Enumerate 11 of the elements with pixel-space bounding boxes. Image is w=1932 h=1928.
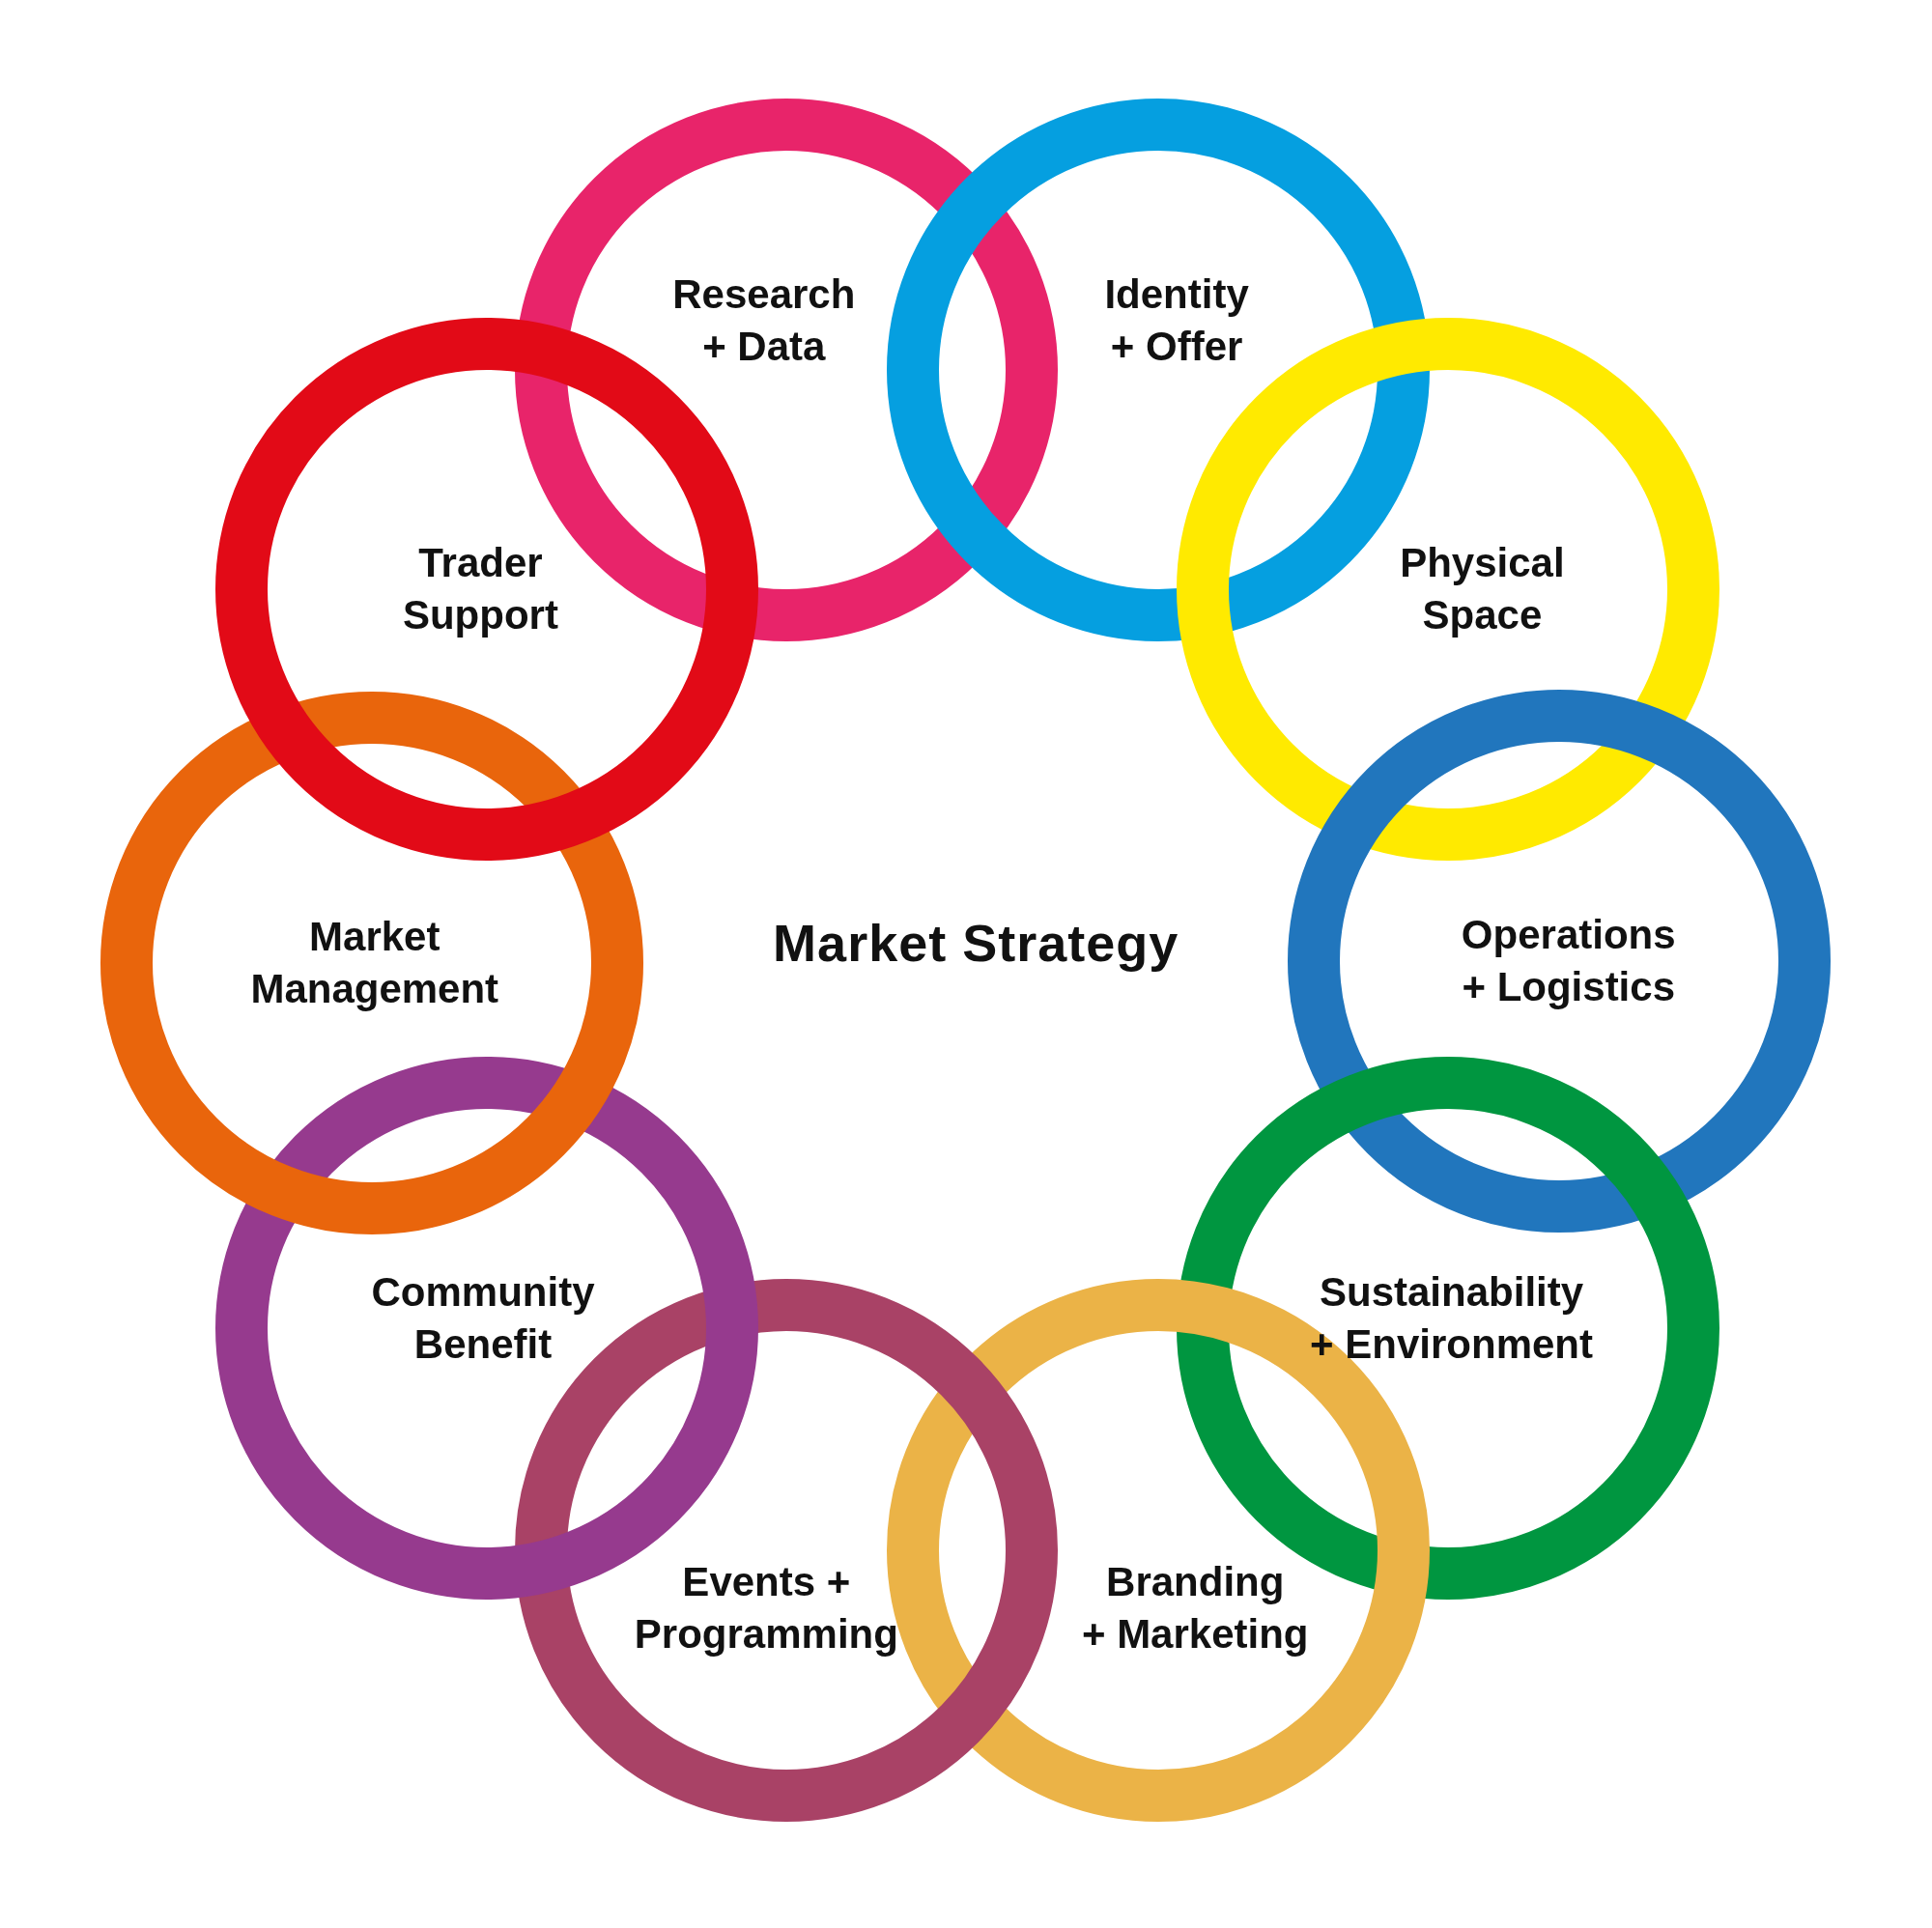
- diagram-title: Market Strategy: [773, 912, 1179, 973]
- ring-label: Community Benefit: [371, 1267, 595, 1369]
- ring-label: Identity + Offer: [1104, 269, 1249, 371]
- ring-label: Physical Space: [1400, 538, 1565, 639]
- ring-label: Research + Data: [672, 269, 856, 371]
- ring-label: Sustainability + Environment: [1310, 1267, 1593, 1369]
- ring-label: Events + Programming: [634, 1557, 898, 1659]
- ring-label: Market Management: [250, 913, 499, 1014]
- ring-label: Branding + Marketing: [1081, 1557, 1309, 1659]
- ring-label: Trader Support: [402, 538, 558, 639]
- ring-label: Operations + Logistics: [1461, 910, 1676, 1011]
